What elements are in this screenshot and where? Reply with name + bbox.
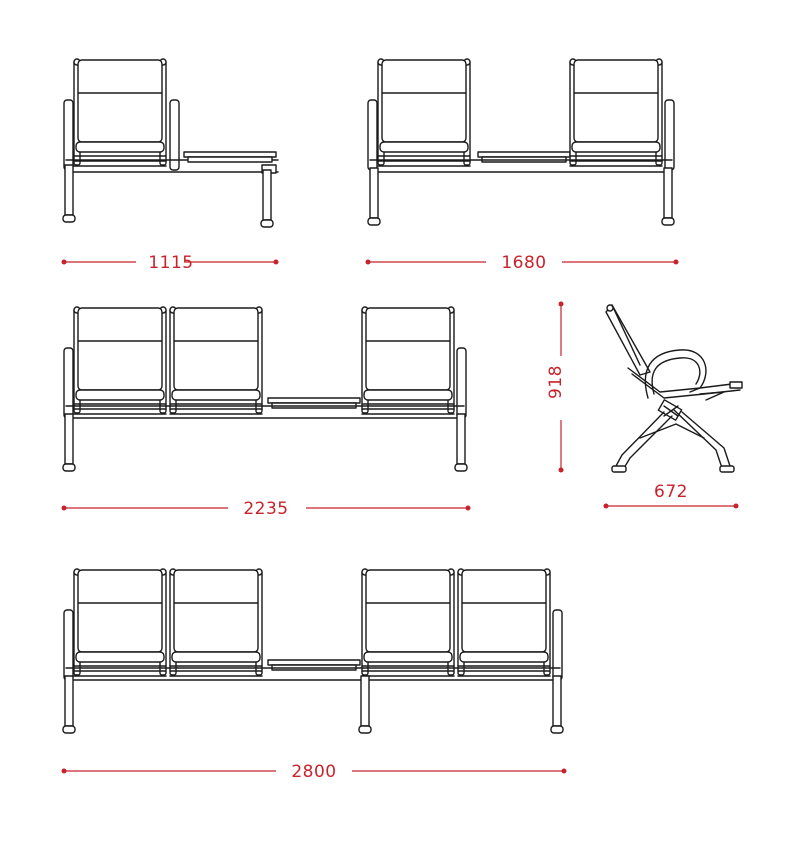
- dimension-2800: 2800: [61, 762, 567, 782]
- dimension-1680: 1680: [365, 253, 679, 273]
- dimension-label-1680: 1680: [501, 253, 546, 273]
- dimension-672: 672: [603, 482, 739, 509]
- layout-5-two-seats-table-two-seats: [62, 568, 564, 734]
- dimension-918: 918: [546, 301, 566, 473]
- dimension-label-672: 672: [654, 482, 688, 502]
- dimension-label-2800: 2800: [291, 762, 336, 782]
- dimension-1115: 1115: [61, 253, 279, 273]
- layout-2-seat-table-seat: [367, 58, 675, 226]
- dimension-2235: 2235: [61, 499, 471, 519]
- dimension-label-918: 918: [546, 365, 566, 399]
- side-view-chair: [605, 304, 743, 473]
- layout-3-two-seats-table-seat: [62, 306, 468, 472]
- dimension-label-2235: 2235: [243, 499, 288, 519]
- dimension-label-1115: 1115: [148, 253, 193, 273]
- layout-1-seat-table: [62, 58, 279, 228]
